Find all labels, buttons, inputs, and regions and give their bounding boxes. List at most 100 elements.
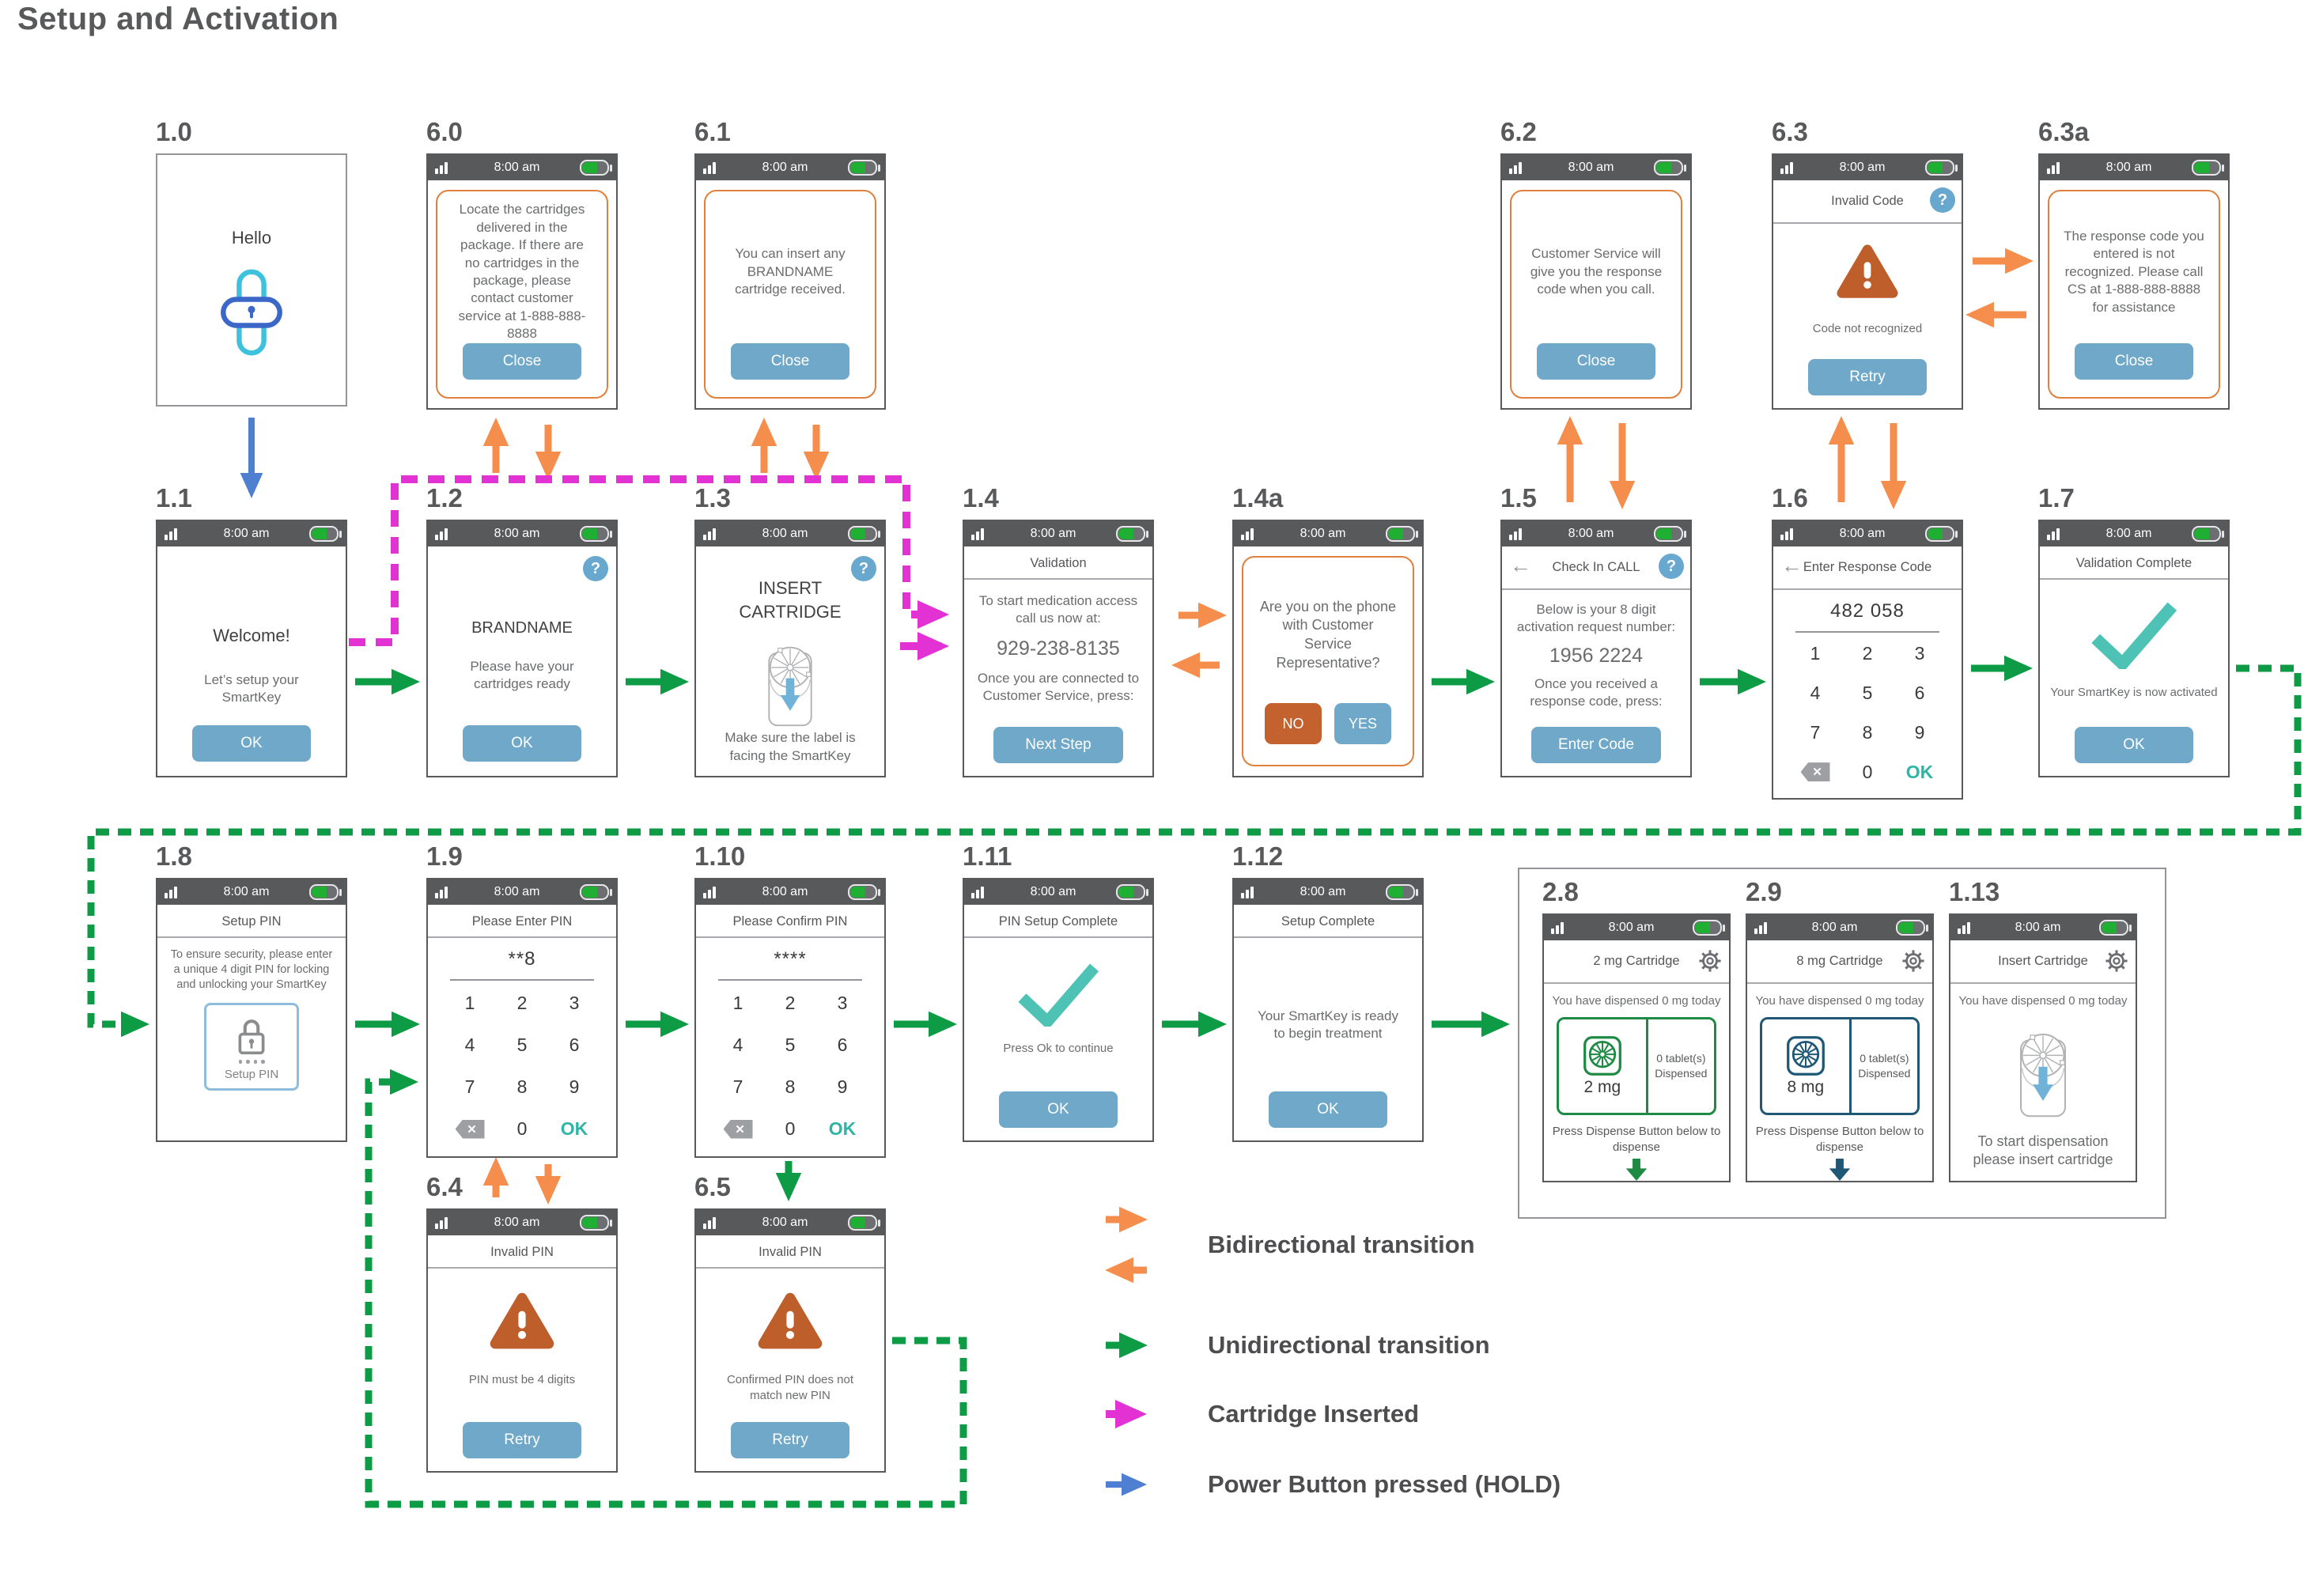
key-ok[interactable]: OK (828, 1118, 857, 1139)
key-backspace[interactable]: ✕ (723, 1119, 753, 1139)
signal-icon (971, 886, 990, 898)
screen-label: 1.13 (1949, 877, 2000, 906)
key-2[interactable]: 2 (516, 993, 528, 1013)
status-time: 8:00 am (1300, 885, 1346, 898)
retry-button[interactable]: Retry (1808, 359, 1927, 395)
battery-icon (1116, 526, 1148, 542)
key-4[interactable]: 4 (1810, 683, 1821, 704)
brand-title: BRANDNAME (471, 619, 573, 637)
ok-button[interactable]: OK (1269, 1091, 1387, 1128)
key-5[interactable]: 5 (785, 1034, 796, 1055)
key-3[interactable]: 3 (837, 993, 848, 1013)
key-6[interactable]: 6 (837, 1034, 848, 1055)
keypad: 1 2 3 4 5 6 7 8 9 ✕ 0 OK (428, 981, 616, 1156)
setup-pin-box[interactable]: Setup PIN (204, 1003, 299, 1091)
gear-icon[interactable] (1901, 949, 1925, 973)
key-7[interactable]: 7 (732, 1076, 743, 1097)
key-9[interactable]: 9 (1914, 721, 1925, 743)
phone-frame: 8:00 am Setup Complete Your SmartKey is … (1232, 878, 1424, 1142)
dialog-body: Are you on the phone with Customer Servi… (1259, 598, 1397, 671)
screen-1.7: 1.7 8:00 am Validation Complete Your Sma… (2038, 485, 2230, 777)
next-step-button[interactable]: Next Step (993, 727, 1123, 763)
key-backspace[interactable]: ✕ (455, 1119, 485, 1139)
key-7[interactable]: 7 (1810, 721, 1821, 743)
warning-icon (487, 1289, 557, 1353)
status-time: 8:00 am (1811, 921, 1858, 934)
key-2[interactable]: 2 (785, 993, 796, 1013)
key-6[interactable]: 6 (569, 1034, 580, 1055)
key-5[interactable]: 5 (1862, 683, 1873, 704)
ok-button[interactable]: OK (192, 725, 311, 762)
key-3[interactable]: 3 (1914, 643, 1925, 664)
close-button[interactable]: Close (1537, 343, 1655, 380)
key-8[interactable]: 8 (516, 1076, 528, 1097)
key-3[interactable]: 3 (569, 993, 580, 1013)
gear-icon[interactable] (1698, 949, 1722, 973)
header-title: Invalid Code (1831, 193, 1904, 208)
key-backspace[interactable]: ✕ (1800, 762, 1830, 782)
key-ok[interactable]: OK (1905, 761, 1934, 782)
close-button[interactable]: Close (463, 343, 581, 380)
key-7[interactable]: 7 (464, 1076, 475, 1097)
key-1[interactable]: 1 (464, 993, 475, 1013)
key-0[interactable]: 0 (785, 1118, 796, 1139)
status-bar: 8:00 am (1502, 521, 1690, 546)
phone-frame: 8:00 am Validation Complete Your SmartKe… (2038, 520, 2230, 777)
key-4[interactable]: 4 (732, 1034, 743, 1055)
retry-button[interactable]: Retry (463, 1422, 581, 1458)
dialog-buttons: NO YES (1251, 703, 1405, 744)
key-8[interactable]: 8 (785, 1076, 796, 1097)
help-icon[interactable]: ? (583, 556, 608, 581)
status-bar: 8:00 am (1773, 155, 1962, 180)
key-ok[interactable]: OK (560, 1118, 588, 1139)
yes-button[interactable]: YES (1334, 703, 1391, 744)
ok-button[interactable]: OK (463, 725, 581, 762)
ok-button[interactable]: OK (999, 1091, 1118, 1128)
phone-frame: Hello (156, 153, 347, 407)
header-title: Please Enter PIN (471, 914, 573, 928)
ok-button[interactable]: OK (2075, 727, 2193, 763)
signal-icon (1780, 528, 1799, 540)
key-0[interactable]: 0 (516, 1118, 528, 1139)
help-icon[interactable]: ? (1659, 554, 1684, 579)
key-9[interactable]: 9 (569, 1076, 580, 1097)
header-title: Setup PIN (221, 914, 282, 928)
screen-1.11: 1.11 8:00 am PIN Setup Complete Press Ok… (963, 843, 1154, 1142)
dialog-body: You can insert any BRANDNAME cartridge r… (735, 246, 846, 297)
alert-dialog: You can insert any BRANDNAME cartridge r… (704, 190, 876, 399)
key-0[interactable]: 0 (1862, 761, 1873, 782)
status-time: 8:00 am (762, 527, 808, 540)
dispense-down-arrow-icon (1828, 1159, 1852, 1181)
gear-icon[interactable] (2105, 949, 2128, 973)
close-button[interactable]: Close (2075, 343, 2193, 380)
battery-icon (1693, 920, 1725, 936)
key-6[interactable]: 6 (1914, 683, 1925, 704)
entry-underline (718, 979, 862, 981)
header-title: Setup Complete (1281, 914, 1375, 928)
phone-frame: 8:00 am Customer Service will give you t… (1500, 153, 1692, 410)
no-button[interactable]: NO (1265, 703, 1322, 744)
dispensed-status: You have dispensed 0 mg today (1552, 994, 1721, 1008)
back-icon[interactable]: ← (1510, 554, 1531, 577)
key-2[interactable]: 2 (1862, 643, 1873, 664)
back-icon[interactable]: ← (1781, 554, 1803, 577)
header-title: PIN Setup Complete (998, 914, 1118, 928)
key-5[interactable]: 5 (516, 1034, 528, 1055)
close-button[interactable]: Close (731, 343, 849, 380)
page-title: Setup and Activation (17, 2, 339, 36)
phone-frame: 8:00 am Setup PIN To ensure security, pl… (156, 878, 347, 1142)
help-icon[interactable]: ? (851, 556, 876, 581)
key-1[interactable]: 1 (1810, 643, 1821, 664)
key-9[interactable]: 9 (837, 1076, 848, 1097)
header-divider (157, 936, 346, 938)
help-icon[interactable]: ? (1930, 187, 1955, 213)
enter-code-button[interactable]: Enter Code (1531, 727, 1661, 763)
key-4[interactable]: 4 (464, 1034, 475, 1055)
alert-dialog: Locate the cartridges delivered in the p… (436, 190, 608, 399)
status-bar: 8:00 am (1950, 915, 2136, 940)
retry-button[interactable]: Retry (731, 1422, 849, 1458)
key-1[interactable]: 1 (732, 993, 743, 1013)
signal-icon (435, 886, 454, 898)
key-8[interactable]: 8 (1862, 721, 1873, 743)
